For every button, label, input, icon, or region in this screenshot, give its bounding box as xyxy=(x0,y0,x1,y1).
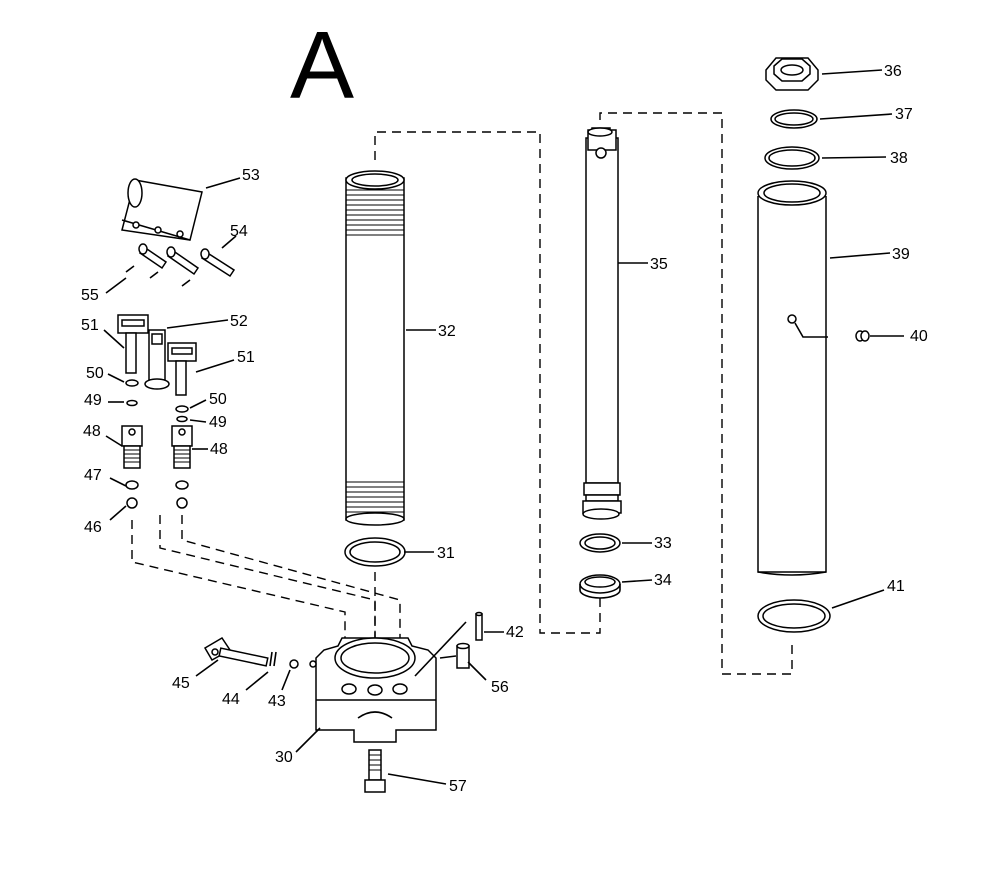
label-44: 44 xyxy=(222,691,240,708)
part-35-piston-rod xyxy=(582,127,622,520)
label-30: 30 xyxy=(275,749,293,766)
label-47: 47 xyxy=(84,467,102,484)
label-46: 46 xyxy=(84,519,102,536)
part-38-ring xyxy=(764,146,820,170)
part-54-pins xyxy=(138,243,236,278)
assembly-dashed-lines xyxy=(131,112,793,675)
part-33-ring xyxy=(579,533,621,553)
label-56: 56 xyxy=(491,679,509,696)
part-53-handle-socket xyxy=(121,178,203,241)
part-40-plug xyxy=(855,330,870,342)
part-34-ring xyxy=(579,574,621,599)
label-34: 34 xyxy=(654,572,672,589)
parts-46-47 xyxy=(125,480,189,509)
part-45-pump-plunger xyxy=(203,636,269,667)
part-57-bolt xyxy=(364,749,386,793)
label-32: 32 xyxy=(438,323,456,340)
label-42: 42 xyxy=(506,624,524,641)
label-38: 38 xyxy=(890,150,908,167)
part-43-ball xyxy=(289,659,299,669)
callout-labels: 53 54 55 51 52 51 50 49 50 49 48 48 47 4… xyxy=(81,63,928,795)
part-48-right-seat xyxy=(171,425,193,469)
label-41: 41 xyxy=(887,578,905,595)
label-31: 31 xyxy=(437,545,455,562)
part-51-right-valve xyxy=(167,342,197,396)
part-51-left-valve xyxy=(117,314,149,374)
label-45: 45 xyxy=(172,675,190,692)
label-57: 57 xyxy=(449,778,467,795)
label-33: 33 xyxy=(654,535,672,552)
part-42-pin xyxy=(475,611,483,641)
label-50-left: 50 xyxy=(86,365,104,382)
label-54: 54 xyxy=(230,223,248,240)
part-56-sleeve xyxy=(456,642,470,669)
label-39: 39 xyxy=(892,246,910,263)
leader-lines xyxy=(103,69,904,785)
label-49-right: 49 xyxy=(209,414,227,431)
label-40: 40 xyxy=(910,328,928,345)
part-36-hex-nut xyxy=(765,57,819,91)
label-37: 37 xyxy=(895,106,913,123)
label-48-left: 48 xyxy=(83,423,101,440)
diagram-title: A xyxy=(290,12,354,119)
part-52-release-valve xyxy=(144,329,170,390)
label-51-left: 51 xyxy=(81,317,99,334)
part-41-ring xyxy=(757,599,831,633)
parts-49-50-orings xyxy=(125,379,189,423)
label-53: 53 xyxy=(242,167,260,184)
label-55: 55 xyxy=(81,287,99,304)
part-30-base xyxy=(309,637,437,743)
label-48-right: 48 xyxy=(210,441,228,458)
label-51-right: 51 xyxy=(237,349,255,366)
label-52: 52 xyxy=(230,313,248,330)
part-44-spring xyxy=(269,651,277,667)
part-48-left-seat xyxy=(121,425,143,469)
label-49-left: 49 xyxy=(84,392,102,409)
part-39-outer-tube xyxy=(757,180,828,576)
label-36: 36 xyxy=(884,63,902,80)
part-55-cotter-pins xyxy=(125,265,191,287)
label-50-right: 50 xyxy=(209,391,227,408)
part-37-ring xyxy=(770,109,818,129)
label-43: 43 xyxy=(268,693,286,710)
label-35: 35 xyxy=(650,256,668,273)
part-32-threaded-cylinder xyxy=(345,170,405,526)
part-31-seal-ring xyxy=(344,537,406,567)
